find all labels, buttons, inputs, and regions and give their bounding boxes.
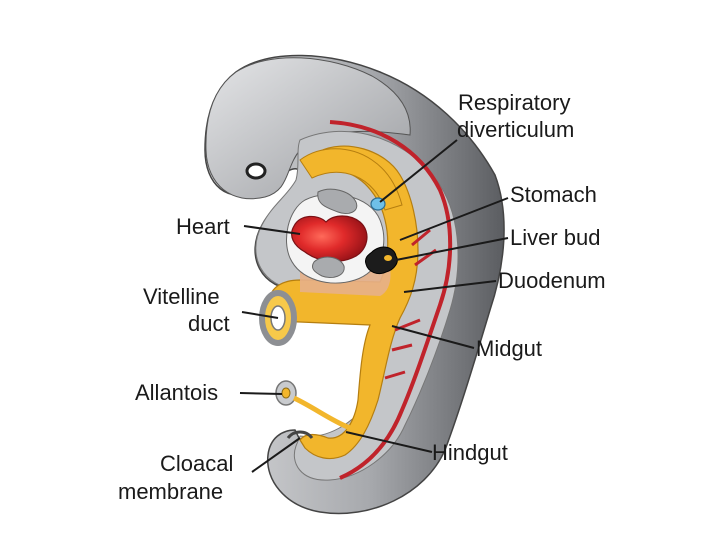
label-respiratory-line2: diverticulum [457,117,574,142]
foregut-band [299,148,403,211]
optic-spot [245,162,267,180]
heart-grey-lobe-top [317,188,358,215]
heart-shape [291,215,368,262]
label-cloacal-line1: Cloacal [160,451,233,476]
label-allantois: Allantois [135,380,218,405]
leader-allantois [239,392,283,395]
label-midgut: Midgut [476,336,542,361]
leader-cloacal [251,437,301,473]
label-hindgut: Hindgut [432,440,508,465]
label-duodenum: Duodenum [498,268,606,293]
allantois-stalk [292,395,351,431]
leader-heart [243,225,301,235]
leader-hindgut [345,431,433,453]
liver-bud-shape [365,246,398,275]
cloacal-membrane-shape [286,430,314,440]
liver-bud-inner [384,255,392,261]
leader-respiratory [379,139,458,203]
leader-duodenum [403,280,497,293]
vitelline-arteries [384,228,437,380]
allantois-lumen [281,387,291,399]
label-cloacal-line2: membrane [118,479,223,504]
label-vitelline-line1: Vitelline [143,284,220,309]
label-vitelline-line2: duct [188,311,230,336]
leader-midgut [391,325,475,349]
dorsal-aorta [329,120,453,480]
leader-liver-bud [395,237,509,261]
label-liver-bud: Liver bud [510,225,601,250]
leader-vitelline [241,311,279,319]
heart-grey-lobe-bottom [311,256,345,279]
label-stomach: Stomach [510,182,597,207]
label-respiratory-line1: Respiratory [458,90,570,115]
label-heart: Heart [176,214,230,239]
leader-stomach [399,197,509,241]
